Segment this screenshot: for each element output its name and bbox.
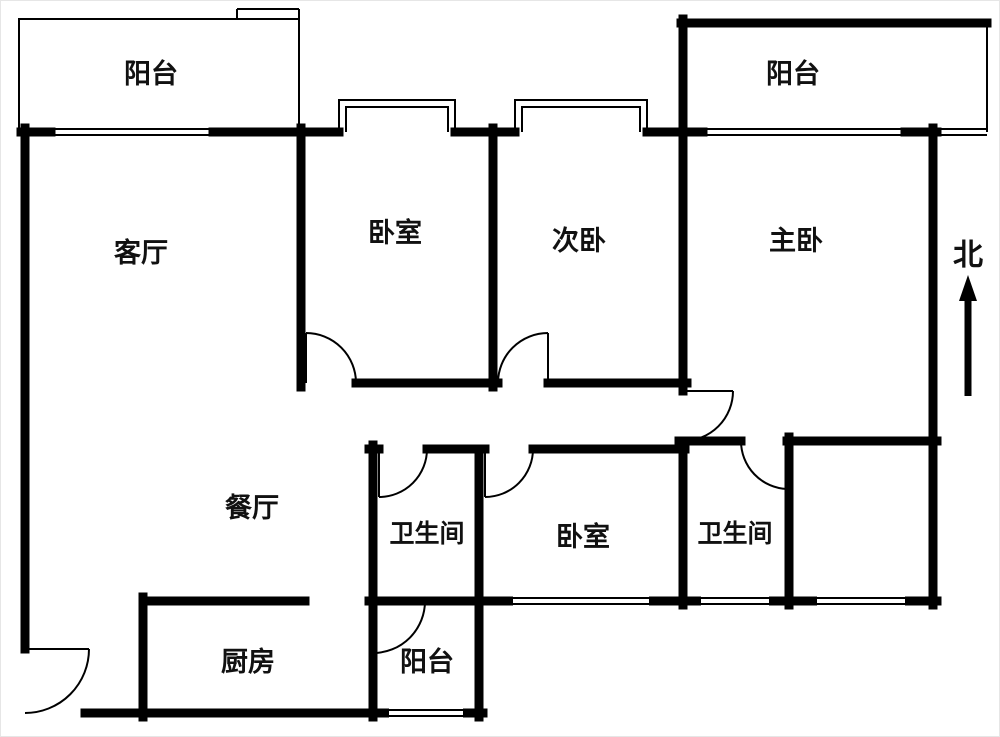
room-label-balcony-bottom: 阳台 [400,646,454,678]
windows [51,99,987,720]
north-label: 北 [953,238,983,273]
room-label-balcony-top-right: 阳台 [766,58,820,90]
room-label-living-room: 客厅 [114,237,168,269]
room-label-balcony-top-left: 阳台 [124,58,178,90]
room-label-dining-room: 餐厅 [225,493,279,524]
room-label-bathroom-2: 卫生间 [697,519,772,548]
room-label-second-bedroom: 次卧 [552,226,606,257]
room-label-master-bedroom: 主卧 [769,226,823,257]
room-label-bedroom-top: 卧室 [368,217,422,249]
room-label-bedroom-bottom: 卧室 [556,521,610,553]
room-label-kitchen: 厨房 [221,647,275,678]
north-arrow-icon [959,275,977,396]
north-compass: 北 [953,238,983,396]
walls [16,14,992,722]
doors [24,332,788,714]
balcony-outlines [18,8,988,132]
room-label-bathroom-1: 卫生间 [389,519,464,548]
